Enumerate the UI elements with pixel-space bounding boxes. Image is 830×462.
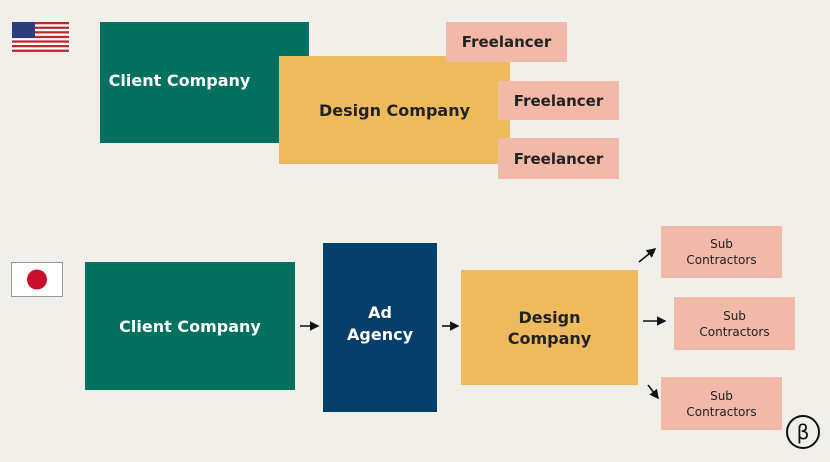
label: Company — [507, 328, 592, 348]
label: Client Company — [108, 71, 251, 90]
label: Freelancer — [461, 33, 552, 51]
label: Contractors — [699, 324, 770, 339]
label: Client Company — [119, 316, 261, 336]
arrow-design-to-sub-1 — [638, 247, 657, 263]
label: Sub — [710, 237, 733, 251]
japan-flag-icon — [11, 262, 63, 297]
us-design-company: Design Company — [279, 56, 510, 164]
logo-glyph: β — [796, 420, 810, 444]
jp-client-company: Client Company — [85, 262, 295, 390]
label: Sub — [723, 308, 746, 323]
us-flag-icon — [12, 22, 69, 52]
freelancer-3: Freelancer — [498, 138, 619, 179]
label: Freelancer — [513, 149, 604, 168]
arrow-design-to-sub-3 — [647, 384, 659, 400]
label: Design — [518, 307, 581, 327]
freelancer-2: Freelancer — [498, 81, 619, 120]
label: Agency — [347, 324, 413, 344]
freelancer-1: Freelancer — [446, 22, 567, 62]
beta-logo-icon: β — [786, 415, 820, 449]
label: Contractors — [686, 404, 757, 419]
label: Ad — [368, 302, 392, 322]
label: Contractors — [686, 253, 757, 267]
label: Freelancer — [513, 91, 604, 110]
label: Design Company — [318, 100, 471, 120]
us-client-company: Client Company — [100, 22, 309, 143]
label: Sub — [710, 388, 733, 403]
